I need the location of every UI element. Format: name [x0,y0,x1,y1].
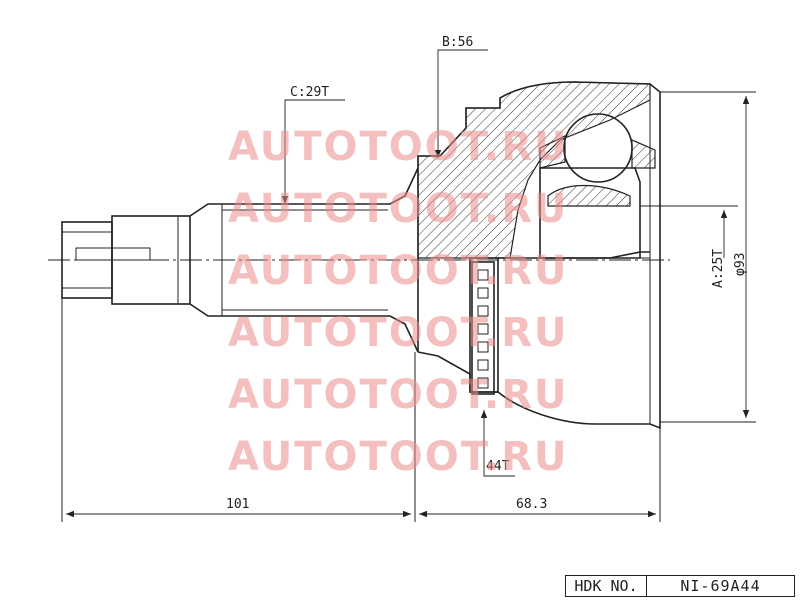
shaft-step [111,215,191,305]
label-phi: φ93 [733,253,748,276]
svg-text:AUTOTOOT.RU: AUTOTOOT.RU [228,124,568,170]
label-101: 101 [226,497,249,512]
abs-ring [471,261,495,395]
svg-text:AUTOTOOT.RU: AUTOTOOT.RU [228,310,568,356]
svg-text:AUTOTOOT.RU: AUTOTOOT.RU [228,248,568,294]
svg-text:AUTOTOOT.RU: AUTOTOOT.RU [228,186,568,232]
svg-text:AUTOTOOT.RU: AUTOTOOT.RU [228,434,568,480]
label-b: B:56 [442,35,473,50]
inner-race [539,113,656,259]
label-a: A:25T [711,249,726,288]
watermark: AUTOTOOT.RU AUTOTOOT.RU AUTOTOOT.RU AUTO… [228,124,568,480]
leader-44t [480,410,515,477]
part-number-value: NI-69A44 [680,577,761,595]
part-number-box: HDK NO. NI-69A44 [565,575,795,597]
label-68: 68.3 [516,497,547,512]
leader-c [281,99,345,204]
svg-text:AUTOTOOT.RU: AUTOTOOT.RU [228,372,568,418]
part-number-label: HDK NO. [566,576,647,596]
label-c: C:29T [290,85,329,100]
leader-b [434,49,488,158]
label-44t: 44T [486,459,510,474]
threaded-shaft [189,167,419,353]
